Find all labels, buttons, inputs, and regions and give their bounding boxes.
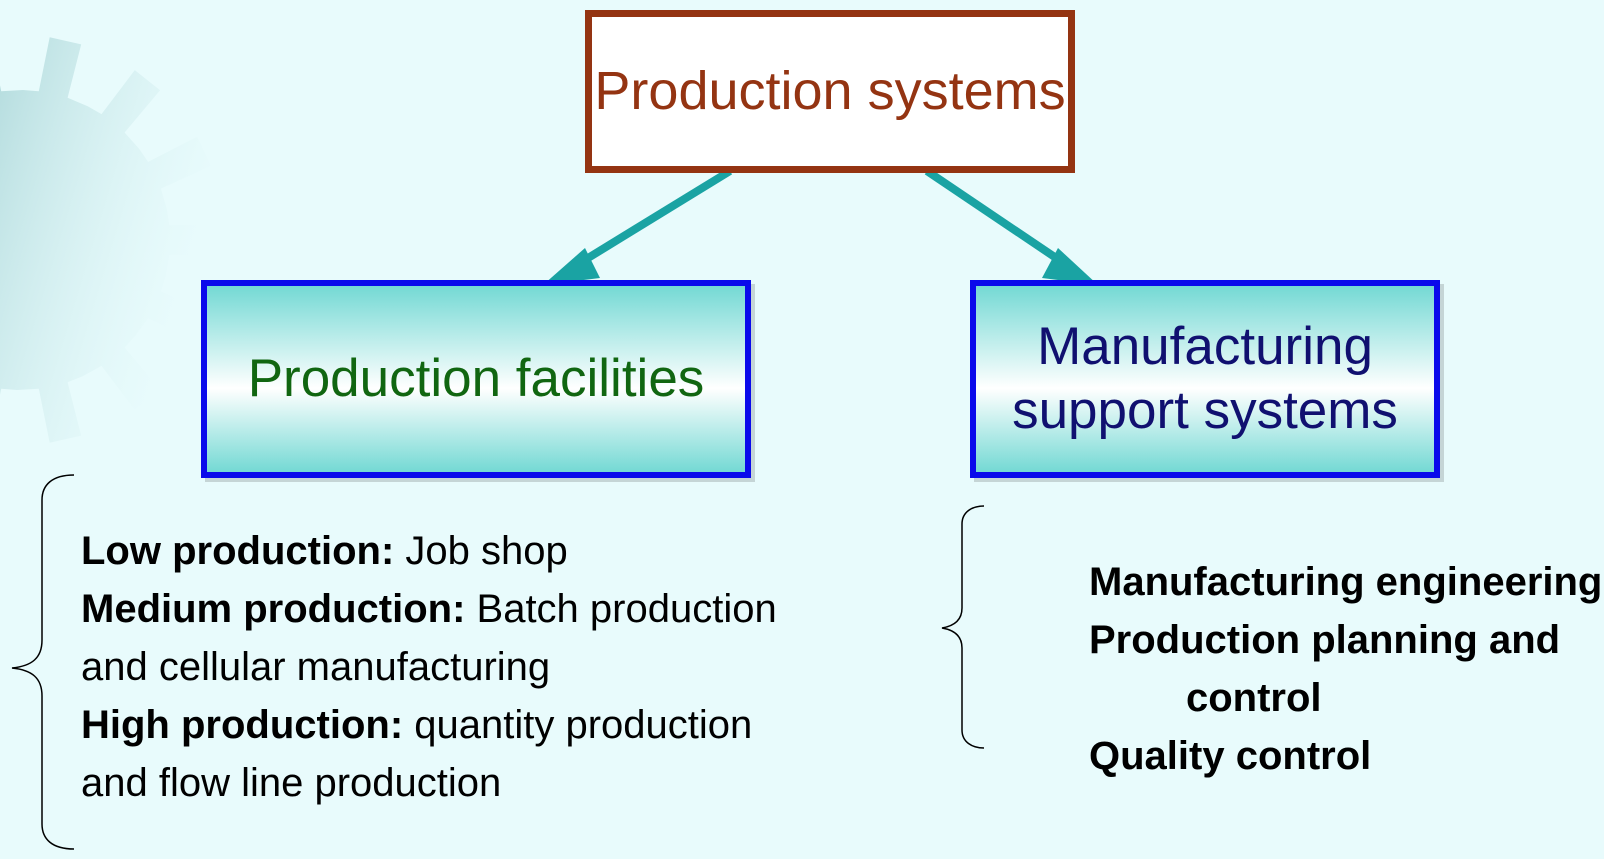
list-item-text: Batch production <box>465 587 777 631</box>
list-item-text: and flow line production <box>81 761 502 805</box>
support-node-label-line1: Manufacturing <box>1037 317 1373 377</box>
root-node-label: Production systems <box>594 61 1066 122</box>
list-item-text: Job shop <box>394 529 568 573</box>
facilities-list: Low production: Job shop Medium producti… <box>81 522 801 812</box>
list-item: High production: quantity production <box>81 696 801 754</box>
gear-body <box>0 37 225 443</box>
list-item-term: Medium production: <box>81 587 466 631</box>
list-item: Production planning and <box>1089 618 1561 662</box>
node-production-facilities: Production facilities <box>201 280 751 478</box>
list-item: Medium production: Batch production <box>81 580 801 638</box>
list-item: Quality control <box>1089 734 1372 778</box>
facilities-node-label: Production facilities <box>247 349 705 409</box>
root-node-production-systems: Production systems <box>585 10 1075 173</box>
list-item: and flow line production <box>81 754 801 812</box>
list-item: control <box>1186 676 1322 720</box>
list-item-text: and cellular manufacturing <box>81 645 551 689</box>
support-list: Manufacturing engineering Production pla… <box>1089 553 1603 785</box>
list-item-text: quantity production <box>403 703 753 747</box>
support-node-label-line2: support systems <box>1012 381 1398 440</box>
node-manufacturing-support-systems: Manufacturing support systems <box>970 280 1440 478</box>
list-item: Low production: Job shop <box>81 522 801 580</box>
list-item: Manufacturing engineering <box>1089 560 1603 604</box>
list-item-term: Low production: <box>81 529 395 573</box>
list-item-term: High production: <box>81 703 404 747</box>
list-item: and cellular manufacturing <box>81 638 801 696</box>
